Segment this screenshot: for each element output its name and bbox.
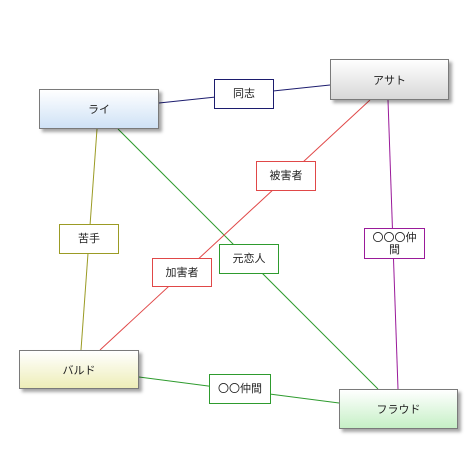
relation-doushi[interactable]: 同志 (214, 79, 274, 109)
relation-motokoi-label: 元恋人 (232, 252, 266, 265)
node-baldo[interactable]: バルド (19, 350, 139, 389)
node-baldo-label: バルド (62, 363, 96, 377)
relation-nakama2[interactable]: 〇〇仲間 (209, 374, 271, 404)
edge-asato-baldo (99, 99, 371, 351)
relation-nakama3[interactable]: 〇〇〇仲間 (364, 228, 425, 259)
relation-nakama3-label: 〇〇〇仲間 (372, 230, 417, 256)
node-fraud[interactable]: フラウド (339, 389, 458, 429)
node-asato[interactable]: アサト (330, 59, 449, 100)
relation-higaisha[interactable]: 被害者 (256, 161, 316, 191)
node-asato-label: アサト (373, 73, 406, 87)
relation-higaisha-label: 被害者 (269, 169, 303, 182)
node-fraud-label: フラウド (376, 403, 421, 416)
relation-nakama2-label: 〇〇仲間 (218, 382, 262, 395)
node-rai[interactable]: ライ (39, 89, 159, 129)
relation-kagaisha[interactable]: 加害者 (152, 258, 212, 287)
relation-motokoi[interactable]: 元恋人 (219, 244, 279, 274)
relation-doushi-label: 同志 (233, 87, 255, 100)
relation-kagaisha-label: 加害者 (165, 265, 199, 279)
node-rai-label: ライ (88, 103, 110, 116)
relation-nigate-label: 苦手 (78, 232, 100, 245)
relation-nigate[interactable]: 苦手 (59, 224, 119, 254)
